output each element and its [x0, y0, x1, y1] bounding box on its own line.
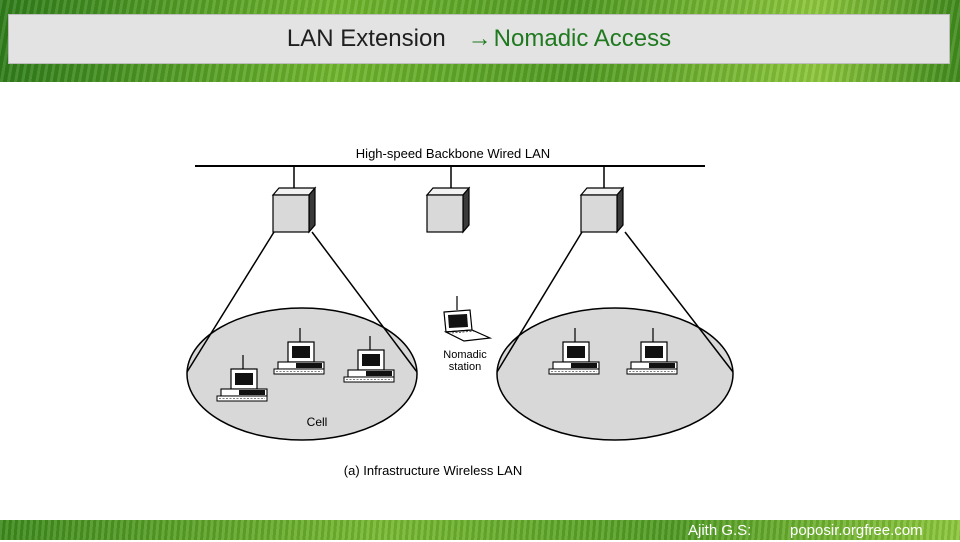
access-point-icon	[426, 187, 470, 233]
laptop-icon	[443, 296, 493, 342]
nomadic-label: Nomadic	[443, 349, 487, 361]
cone-line	[186, 231, 275, 373]
title-right-text: Nomadic Access	[493, 25, 672, 52]
footer-author: Ajith G.S:	[688, 522, 752, 539]
cell-right	[496, 307, 734, 441]
cone-line	[624, 231, 734, 373]
arrow-right-icon: →	[467, 25, 492, 52]
diagram-caption: (a) Infrastructure Wireless LAN	[344, 463, 522, 478]
access-point-icon	[580, 187, 624, 233]
header-band: LAN Extension → Nomadic Access	[0, 0, 960, 82]
backbone-label: High-speed Backbone Wired LAN	[356, 146, 550, 161]
footer-band	[0, 520, 960, 540]
cone-line	[496, 231, 583, 373]
access-point-icon	[272, 187, 316, 233]
footer-site: poposir.orgfree.com	[790, 522, 923, 539]
cone-line	[311, 231, 418, 373]
nomadic-label: station	[449, 361, 481, 373]
title-left-text: LAN Extension	[286, 25, 446, 52]
cell-label: Cell	[307, 415, 328, 429]
slide-title: LAN Extension → Nomadic Access	[8, 14, 950, 64]
